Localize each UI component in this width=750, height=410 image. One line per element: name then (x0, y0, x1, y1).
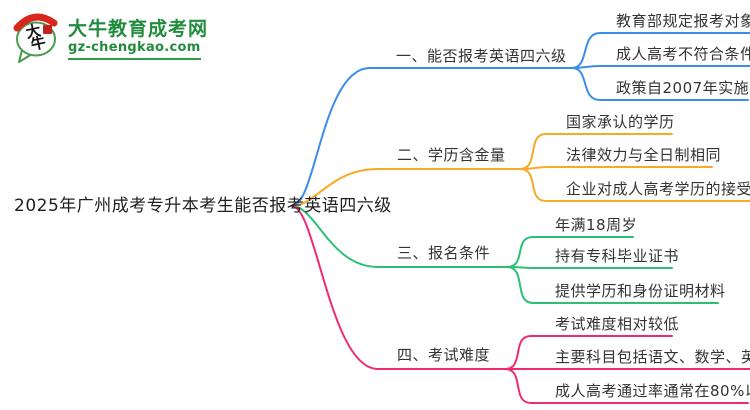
branch3-leaf1-line (506, 236, 634, 268)
site-logo: 大 牛 大牛教育成考网 gz-chengkao.com (12, 12, 208, 66)
branch3-leaf2-line (506, 266, 673, 269)
branch3-leaf2: 持有专科毕业证书 (555, 247, 680, 265)
branch2-leaf1: 国家承认的学历 (566, 113, 675, 131)
branch2-main-line (291, 168, 521, 207)
branch1-leaf2-line (571, 65, 750, 69)
branch1-leaf2: 成人高考不符合条件 (616, 45, 750, 63)
branch2-leaf3: 企业对成人高考学历的接受度 (566, 180, 750, 198)
branch4-leaf3: 成人高考通过率通常在80%以上 (555, 382, 750, 400)
branch1-leaf3-line (571, 67, 749, 101)
svg-text:牛: 牛 (29, 33, 47, 54)
site-domain: gz-chengkao.com (68, 40, 201, 60)
branch1-leaf1: 教育部规定报考对象 (616, 12, 750, 30)
branch3-label: 三、报名条件 (397, 244, 491, 262)
branch2-leaf3-line (519, 168, 750, 202)
branch3-leaf1: 年满18周岁 (555, 216, 638, 234)
site-name: 大牛教育成考网 (68, 18, 209, 40)
branch1-main-line (291, 67, 573, 207)
branch3-leaf3: 提供学历和身份证明材料 (555, 282, 726, 300)
root-topic: 2025年广州成考专升本考生能否报考英语四六级 (14, 196, 392, 216)
branch4-leaf2: 主要科目包括语文、数学、英语 (555, 348, 750, 366)
branch4-leaf1: 考试难度相对较低 (555, 315, 680, 333)
branch4-leaf3-line (504, 368, 749, 404)
branch3-leaf3-line (506, 266, 719, 304)
branch1-label: 一、能否报考英语四六级 (396, 47, 567, 65)
branch2-leaf1-line (519, 133, 673, 170)
branch2-label: 二、学历含金量 (397, 146, 506, 164)
svg-text:大: 大 (24, 21, 42, 42)
branch4-leaf1-line (504, 335, 673, 370)
logo-bubble-icon: 大 牛 (12, 12, 60, 66)
branch2-leaf2-line (519, 166, 713, 170)
branch4-main-line (291, 205, 506, 370)
branch1-leaf1-line (571, 32, 750, 69)
branch3-main-line (291, 205, 508, 268)
branch4-label: 四、考试难度 (397, 346, 491, 364)
branch1-leaf3: 政策自2007年实施 (616, 79, 750, 97)
branch2-leaf2: 法律效力与全日制相同 (566, 146, 722, 164)
